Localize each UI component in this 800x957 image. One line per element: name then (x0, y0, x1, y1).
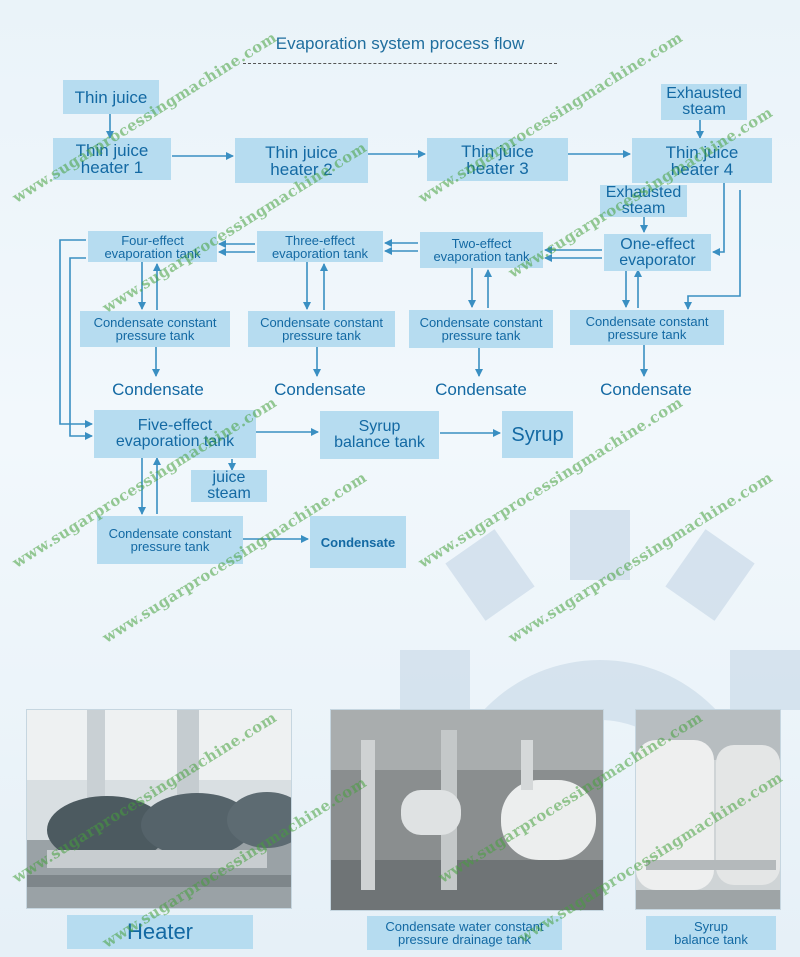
exhausted-steam-mid: Exhausted steam (600, 185, 687, 217)
diagram-title: Evaporation system process flow (275, 34, 525, 53)
condensate-pressure-tank-3: Condensate constant pressure tank (248, 311, 395, 347)
five-effect-evaporation-tank: Five-effect evaporation tank (94, 410, 256, 458)
juice-steam: juice steam (191, 470, 267, 502)
syrup-balance-tank: Syrup balance tank (320, 411, 439, 459)
heater-caption: Heater (67, 915, 253, 949)
heater-photo (26, 709, 292, 909)
thin-juice-heater-4: Thin juice heater 4 (632, 138, 772, 183)
one-effect-evaporator: One-effect evaporator (604, 234, 711, 271)
thin-juice-heater-2: Thin juice heater 2 (235, 138, 368, 183)
two-effect-evaporation-tank: Two-effect evaporation tank (420, 232, 543, 268)
syrup-output: Syrup (502, 411, 573, 458)
condensate-output-1: Condensate (600, 380, 692, 399)
condensate-output-4: Condensate (112, 380, 204, 399)
drainage-tank-photo (330, 709, 604, 911)
gear-background-icon (400, 510, 800, 820)
thin-juice-source: Thin juice (63, 80, 159, 114)
drain-tank-caption: Condensate water constant pressure drain… (367, 916, 562, 950)
exhausted-steam-top: Exhausted steam (661, 84, 747, 120)
condensate-output-2: Condensate (435, 380, 527, 399)
condensate-pressure-tank-2: Condensate constant pressure tank (409, 310, 553, 348)
thin-juice-heater-3: Thin juice heater 3 (427, 138, 568, 181)
four-effect-evaporation-tank: Four-effect evaporation tank (88, 231, 217, 262)
syrup-tank-caption: Syrup balance tank (646, 916, 776, 950)
condensate-output-3: Condensate (274, 380, 366, 399)
condensate-pressure-tank-5: Condensate constant pressure tank (97, 516, 243, 564)
condensate-output-5: Condensate (310, 516, 406, 568)
syrup-tank-photo (635, 709, 781, 910)
three-effect-evaporation-tank: Three-effect evaporation tank (257, 231, 383, 262)
thin-juice-heater-1: Thin juice heater 1 (53, 138, 171, 180)
condensate-pressure-tank-4: Condensate constant pressure tank (80, 311, 230, 347)
title-underline (243, 63, 557, 64)
condensate-pressure-tank-1: Condensate constant pressure tank (570, 310, 724, 345)
